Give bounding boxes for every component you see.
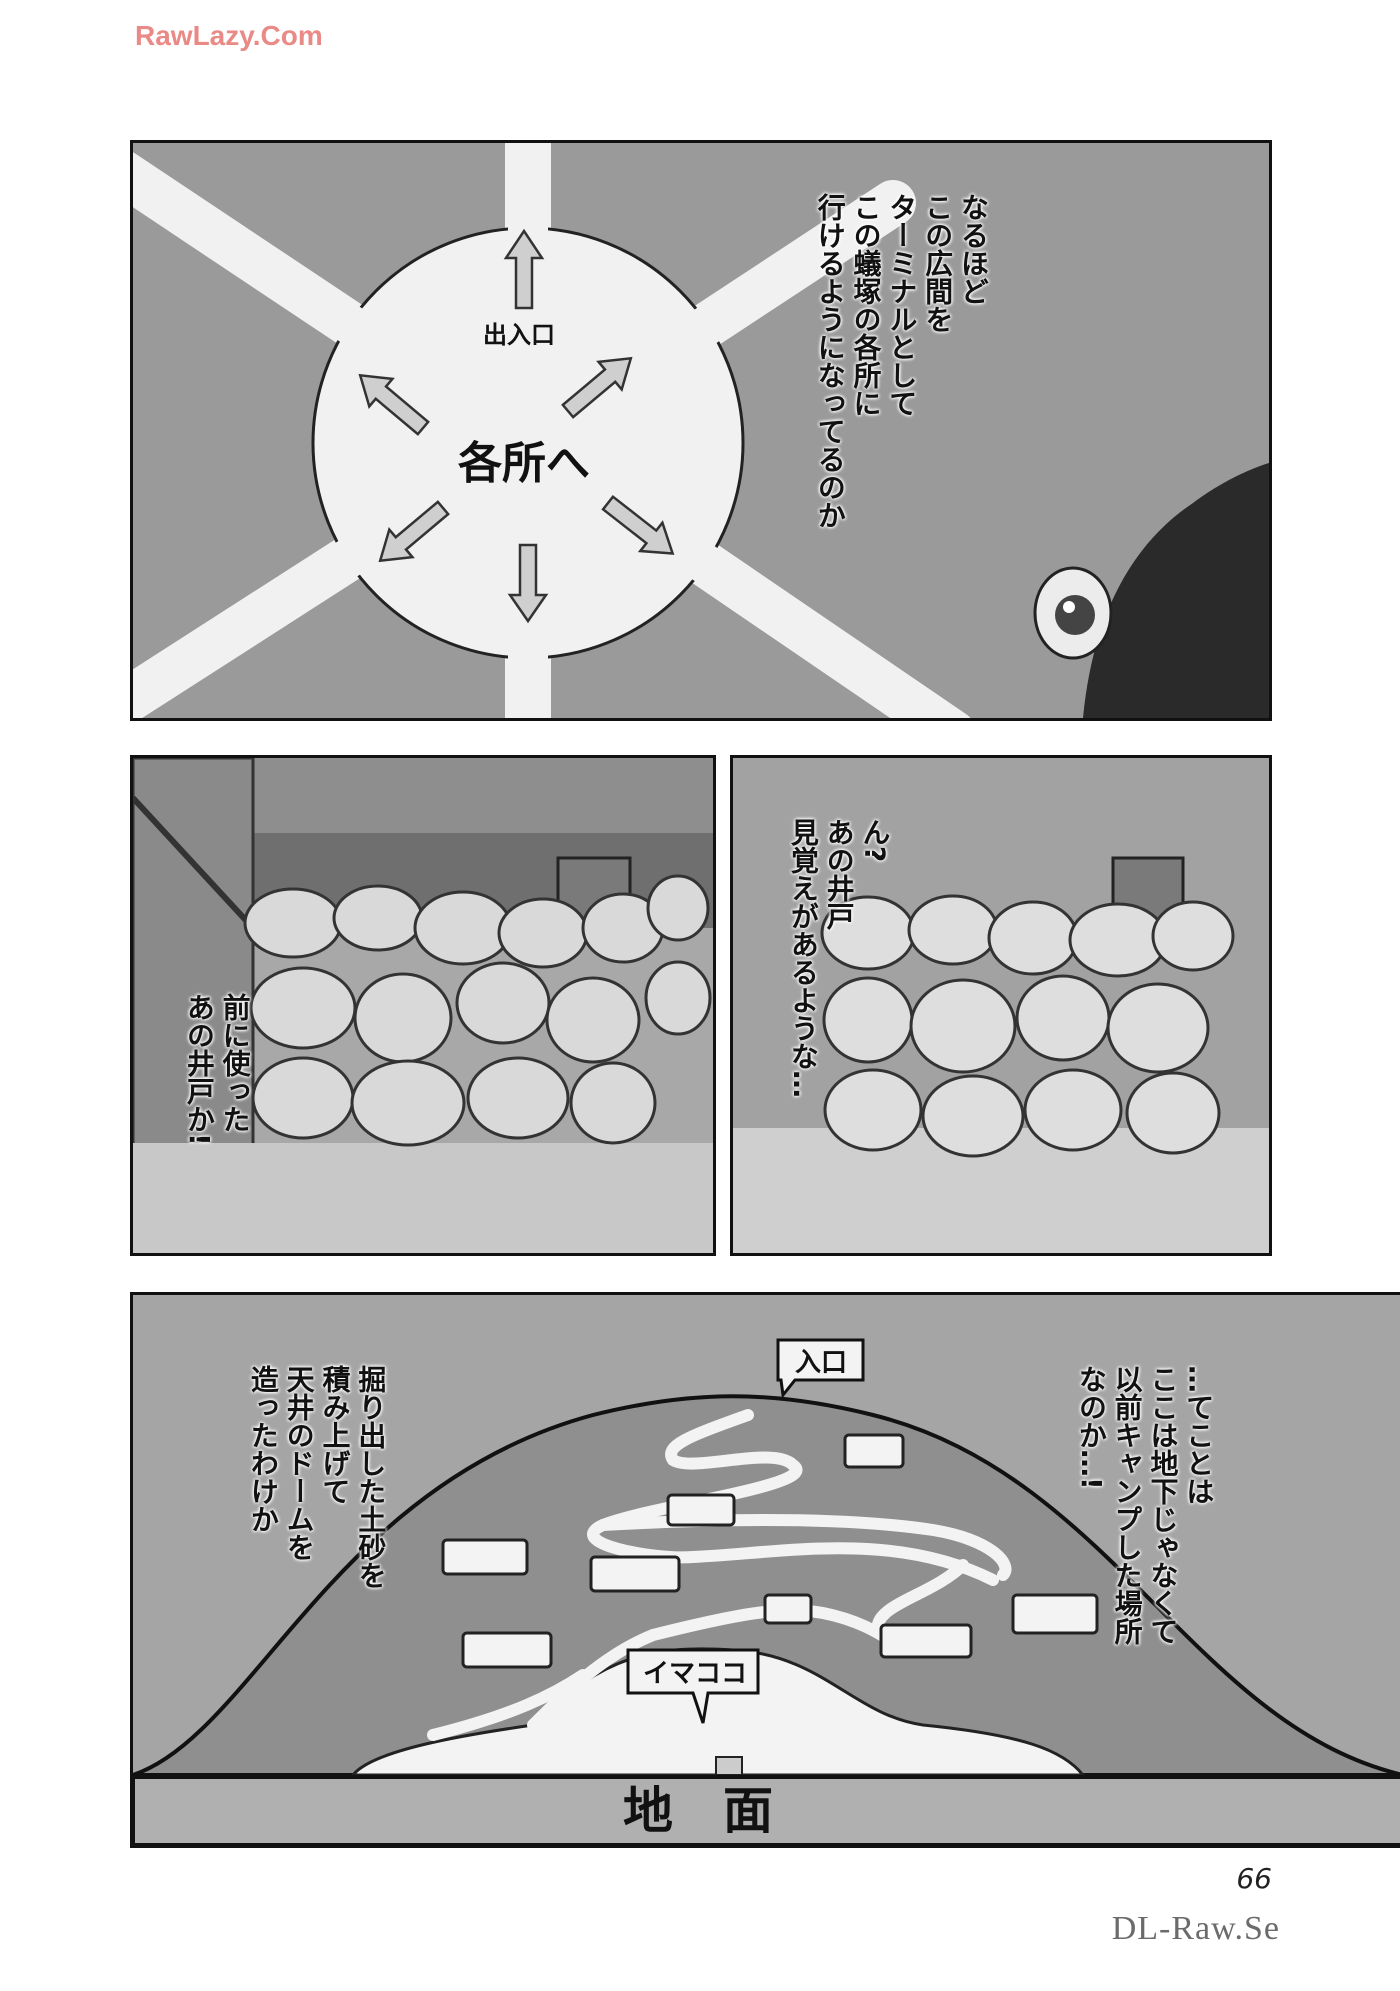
speech-bubble-dome: 掘り出した土砂を 積み上げて 天井のドームを 造ったわけか bbox=[246, 1365, 388, 1589]
speech-bubble-well-seen: ん? あの井戸 見覚えがあるような… bbox=[786, 818, 892, 1098]
speech-bubble-well-remember: 前に使った あの井戸か! bbox=[182, 993, 252, 1146]
speech-bubble-realization: …てことは ここは地下じゃなくて 以前キャンプした場所 なのか…! bbox=[1074, 1365, 1216, 1645]
anthill-drawing: 入口 イマココ 地 面 bbox=[133, 1295, 1400, 1845]
hub-map-drawing: 出入口 各所へ bbox=[133, 143, 1269, 718]
well-closeup-drawing bbox=[733, 758, 1269, 1253]
panel-well-field: 前に使った あの井戸か! bbox=[130, 755, 716, 1256]
label-entrance-top: 入口 bbox=[795, 1348, 847, 1378]
panel-anthill-map: 入口 イマココ 地 面 掘り出した土砂を 積み上げて 天井のドームを 造ったわけ… bbox=[130, 1292, 1400, 1848]
watermark-top: RawLazy.Com bbox=[135, 20, 323, 51]
label-ground: 地 面 bbox=[623, 1782, 773, 1840]
speech-bubble-hub: なるほど この広間を ターミナルとして この蟻塚の各所に 行けるようになってるの… bbox=[813, 193, 990, 529]
panel-hub-map: 出入口 各所へ なるほど この広間を ターミナルとして この蟻塚の各所に 行ける… bbox=[130, 140, 1272, 721]
label-entrance: 出入口 bbox=[483, 321, 555, 349]
panel-well-closeup: ん? あの井戸 見覚えがあるような… bbox=[730, 755, 1272, 1256]
well-field-drawing bbox=[133, 758, 713, 1253]
page-number: 66 bbox=[1236, 1862, 1272, 1895]
label-to-each-place: 各所へ bbox=[458, 438, 590, 489]
watermark-bottom: DL-Raw.Se bbox=[1111, 1910, 1280, 1947]
label-you-are-here: イマココ bbox=[643, 1659, 747, 1689]
